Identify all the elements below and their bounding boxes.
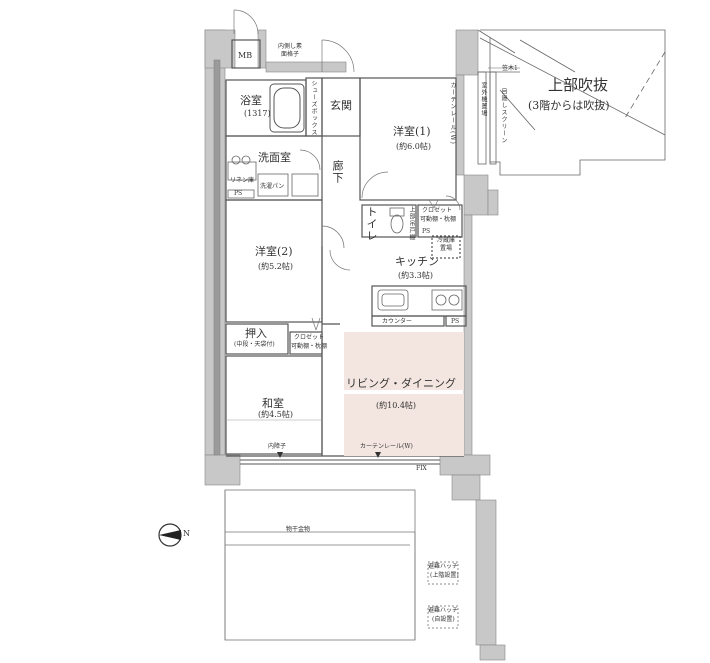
label-north: N xyxy=(183,529,190,538)
label-rail-top: 笠木1 xyxy=(502,65,518,72)
toilet-fixture xyxy=(389,207,405,234)
label-closet2-shelf: 可動棚・枕棚 xyxy=(291,343,328,350)
washroom-fixtures xyxy=(227,155,319,199)
label-fix: FIX xyxy=(416,465,427,472)
label-western2: 洋室(2) xyxy=(255,245,293,258)
label-inner-lattice-1: 内側し素 xyxy=(278,43,303,50)
label-outdoor-unit: 室外機置場 xyxy=(480,82,487,117)
label-toilet: トイレ xyxy=(365,206,378,242)
label-oshiire-note: (中段・天袋付) xyxy=(234,341,275,348)
label-hatch2-a: 避難ハッチ xyxy=(428,607,459,614)
exterior-walls xyxy=(204,29,506,661)
label-washitsu-size: (約4.5帖) xyxy=(258,410,293,419)
label-hatch2-b: (自設置) xyxy=(432,616,455,623)
window-sash xyxy=(240,459,440,465)
label-hatch1-a: 避難ハッチ xyxy=(428,563,459,570)
label-screen: 目隠しスクリーン xyxy=(500,88,507,144)
label-ps-toilet: PS xyxy=(422,228,431,235)
label-ps-washroom: PS xyxy=(234,190,243,197)
ld-flooring xyxy=(344,332,464,456)
label-closet2: クロゼット xyxy=(294,334,325,341)
label-linen: リネン庫 xyxy=(230,177,255,184)
label-fridge-1: 冷蔵庫 xyxy=(437,237,456,244)
label-shoes-box: シューズボックス xyxy=(310,80,317,136)
label-closet: クロゼット xyxy=(422,207,453,214)
interior-walls xyxy=(225,39,467,457)
label-hallway: 廊下 xyxy=(331,160,344,184)
label-washroom: 洗面室 xyxy=(258,151,291,164)
label-upper-void: 上部吹抜 xyxy=(548,76,609,94)
label-oshiire: 押入 xyxy=(245,327,267,340)
label-mb: MB xyxy=(238,51,253,60)
label-laundry-pole: 物干金物 xyxy=(286,526,311,533)
label-upper-cabinet: 上部吊戸棚 xyxy=(408,206,415,241)
north-arrow xyxy=(158,523,182,547)
label-washitsu: 和室 xyxy=(262,397,284,410)
label-inner-shoji: 内障子 xyxy=(268,443,287,450)
balcony xyxy=(224,489,416,641)
label-kitchen: キッチン xyxy=(395,255,439,268)
label-bath-size: (1317) xyxy=(244,109,271,118)
bathtub xyxy=(269,83,305,133)
label-curtain-rail-horizontal: カーテンレール(W) xyxy=(360,443,413,450)
window-markers xyxy=(277,452,381,458)
label-curtain-rail-vertical: カーテンレール(W) xyxy=(449,82,456,145)
label-ld-size: (約10.4帖) xyxy=(376,401,417,410)
label-western2-size: (約5.2帖) xyxy=(258,262,293,271)
label-entrance: 玄関 xyxy=(330,99,352,112)
void-frame xyxy=(477,71,520,165)
label-closet-shelf: 可動棚・枕棚 xyxy=(420,216,457,223)
door-swings xyxy=(233,9,461,331)
upper-void-area xyxy=(477,29,666,176)
label-hatch1-b: (上階設置) xyxy=(430,572,459,579)
label-ld: リビング・ダイニング xyxy=(346,377,456,390)
label-western1-size: (約6.0帖) xyxy=(396,142,431,151)
kitchen-stove xyxy=(431,289,463,311)
label-ps-kitchen: PS xyxy=(451,318,460,325)
kitchen-sink xyxy=(377,289,409,311)
label-counter: カウンター xyxy=(382,318,413,325)
label-inner-lattice-2: 面格子 xyxy=(281,51,300,58)
label-upper-void-note: (3階からは吹抜) xyxy=(528,99,610,112)
label-western1: 洋室(1) xyxy=(393,125,431,138)
label-kitchen-size: (約3.3帖) xyxy=(398,271,433,280)
label-laundry-pan: 洗濯パン xyxy=(260,183,285,190)
label-fridge-2: 置場 xyxy=(440,245,453,252)
evacuation-hatches xyxy=(427,561,459,629)
label-bath: 浴室 xyxy=(240,94,262,107)
